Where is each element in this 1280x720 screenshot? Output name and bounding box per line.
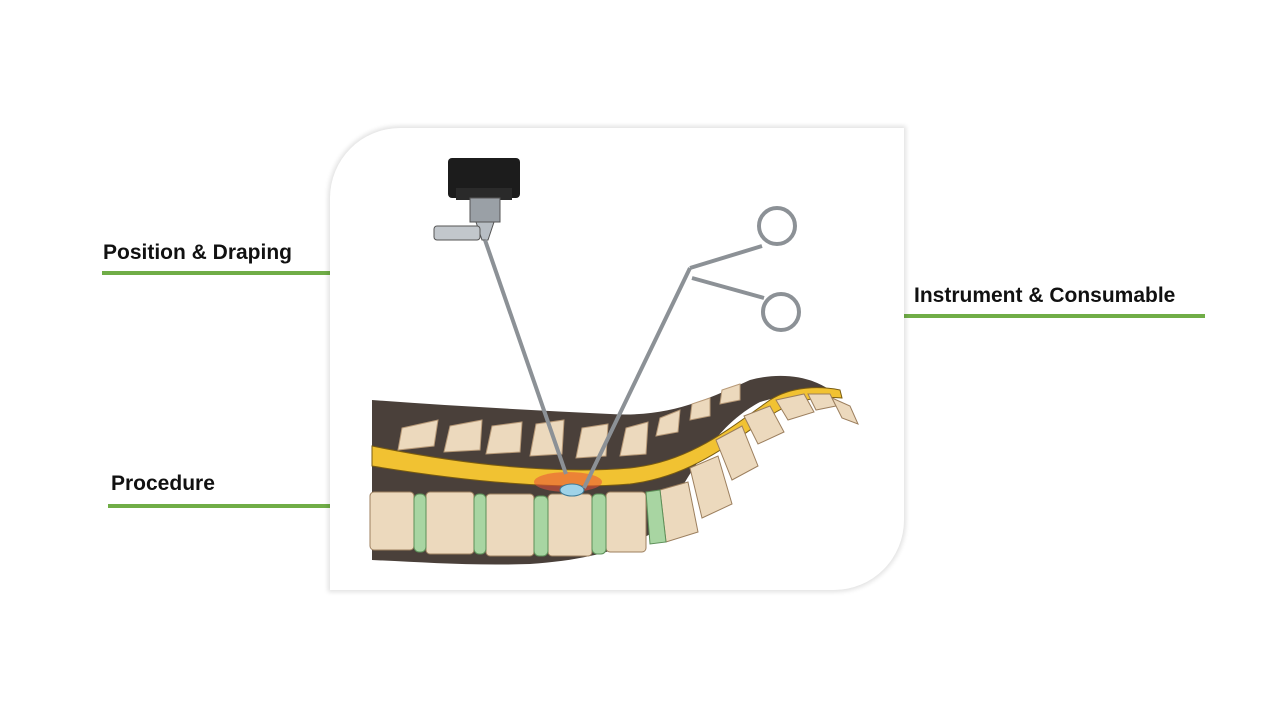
endoscope bbox=[433, 158, 568, 475]
instrument-consumable-underline bbox=[845, 314, 1205, 318]
herniated-disc bbox=[559, 483, 585, 497]
vertebral-bodies bbox=[369, 393, 859, 557]
forceps bbox=[582, 206, 801, 489]
endoscopic-spine-surgery-illustration bbox=[369, 158, 859, 565]
procedure-label: Procedure bbox=[111, 472, 215, 495]
position-draping-label: Position & Draping bbox=[103, 241, 292, 264]
position-draping-underline bbox=[102, 271, 378, 275]
intervertebral-discs bbox=[413, 489, 667, 557]
procedure-underline bbox=[108, 504, 372, 508]
spinous-processes bbox=[397, 383, 741, 459]
spine-illustration-card bbox=[330, 128, 904, 590]
instrument-consumable-label: Instrument & Consumable bbox=[914, 284, 1176, 307]
